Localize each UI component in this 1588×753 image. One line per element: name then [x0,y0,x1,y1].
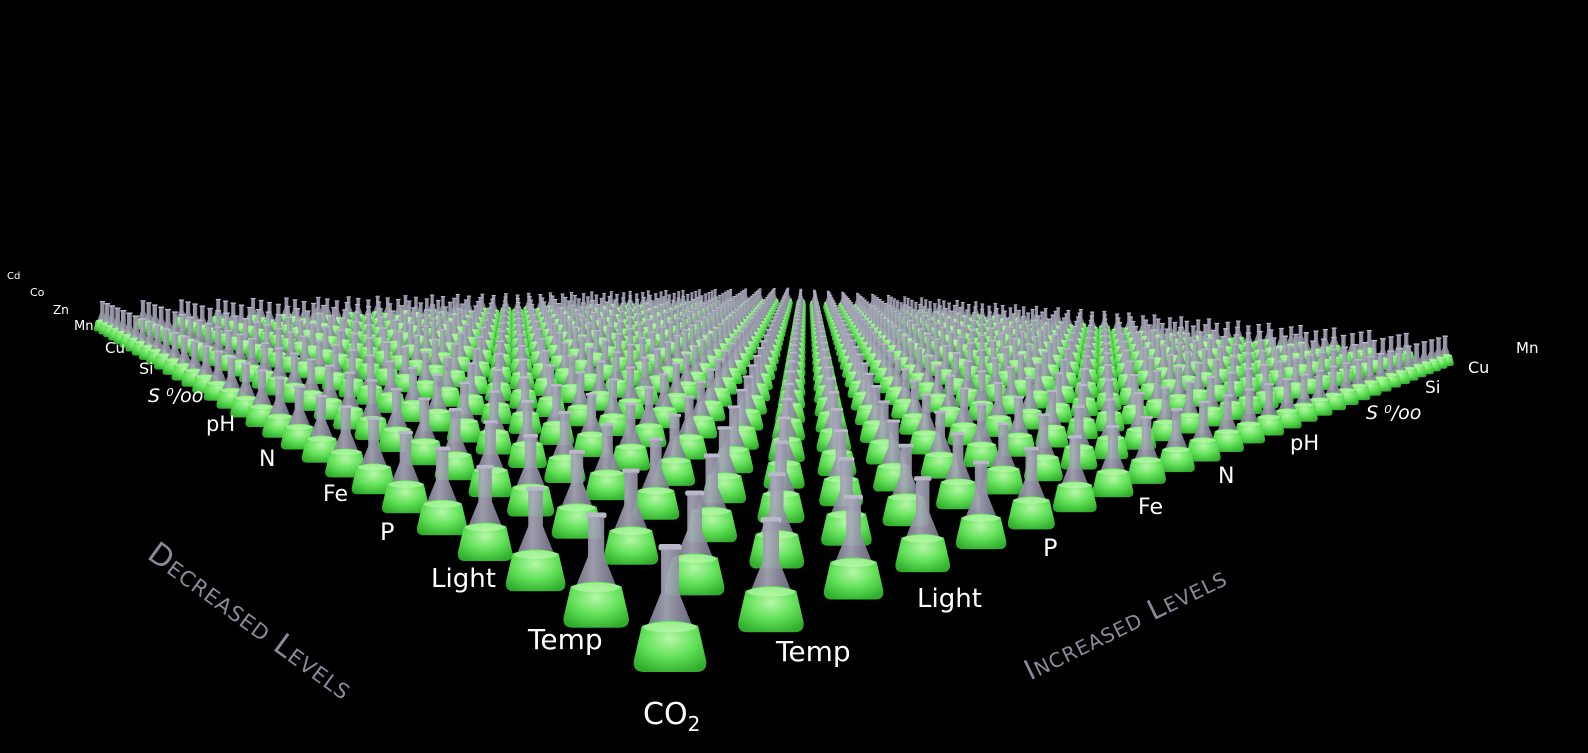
left-label-cd: Cd [7,271,21,282]
left-label-light: Light [431,564,496,594]
right-label-fe: Fe [1138,495,1163,520]
co2-main: CO [643,697,688,732]
right-label-cu: Cu [1468,358,1490,377]
left-label-salinity: S ⁰/oo [148,385,204,407]
left-label-si: Si [139,359,154,378]
left-label-cu: Cu [105,339,125,357]
right-label-mn: Mn [1516,339,1539,357]
left-label-n: N [259,447,276,472]
left-label-temp: Temp [528,623,603,656]
right-label-n: N [1218,464,1235,489]
right-label-ph: pH [1290,431,1320,455]
center-label-co2: CO2 [643,697,701,736]
right-label-p: P [1043,534,1058,562]
left-label-mn: Mn [74,319,94,334]
right-label-si: Si [1425,378,1441,398]
right-label-light: Light [917,584,982,614]
right-label-salinity: S ⁰/oo [1366,402,1422,424]
flask-field [93,287,1454,672]
left-label-co: Co [30,286,45,299]
left-label-fe: Fe [323,482,348,507]
left-label-ph: pH [206,412,236,436]
left-label-zn: Zn [53,303,69,317]
right-label-temp: Temp [776,635,851,668]
co2-subscript: 2 [687,712,701,736]
left-label-p: P [380,518,395,546]
